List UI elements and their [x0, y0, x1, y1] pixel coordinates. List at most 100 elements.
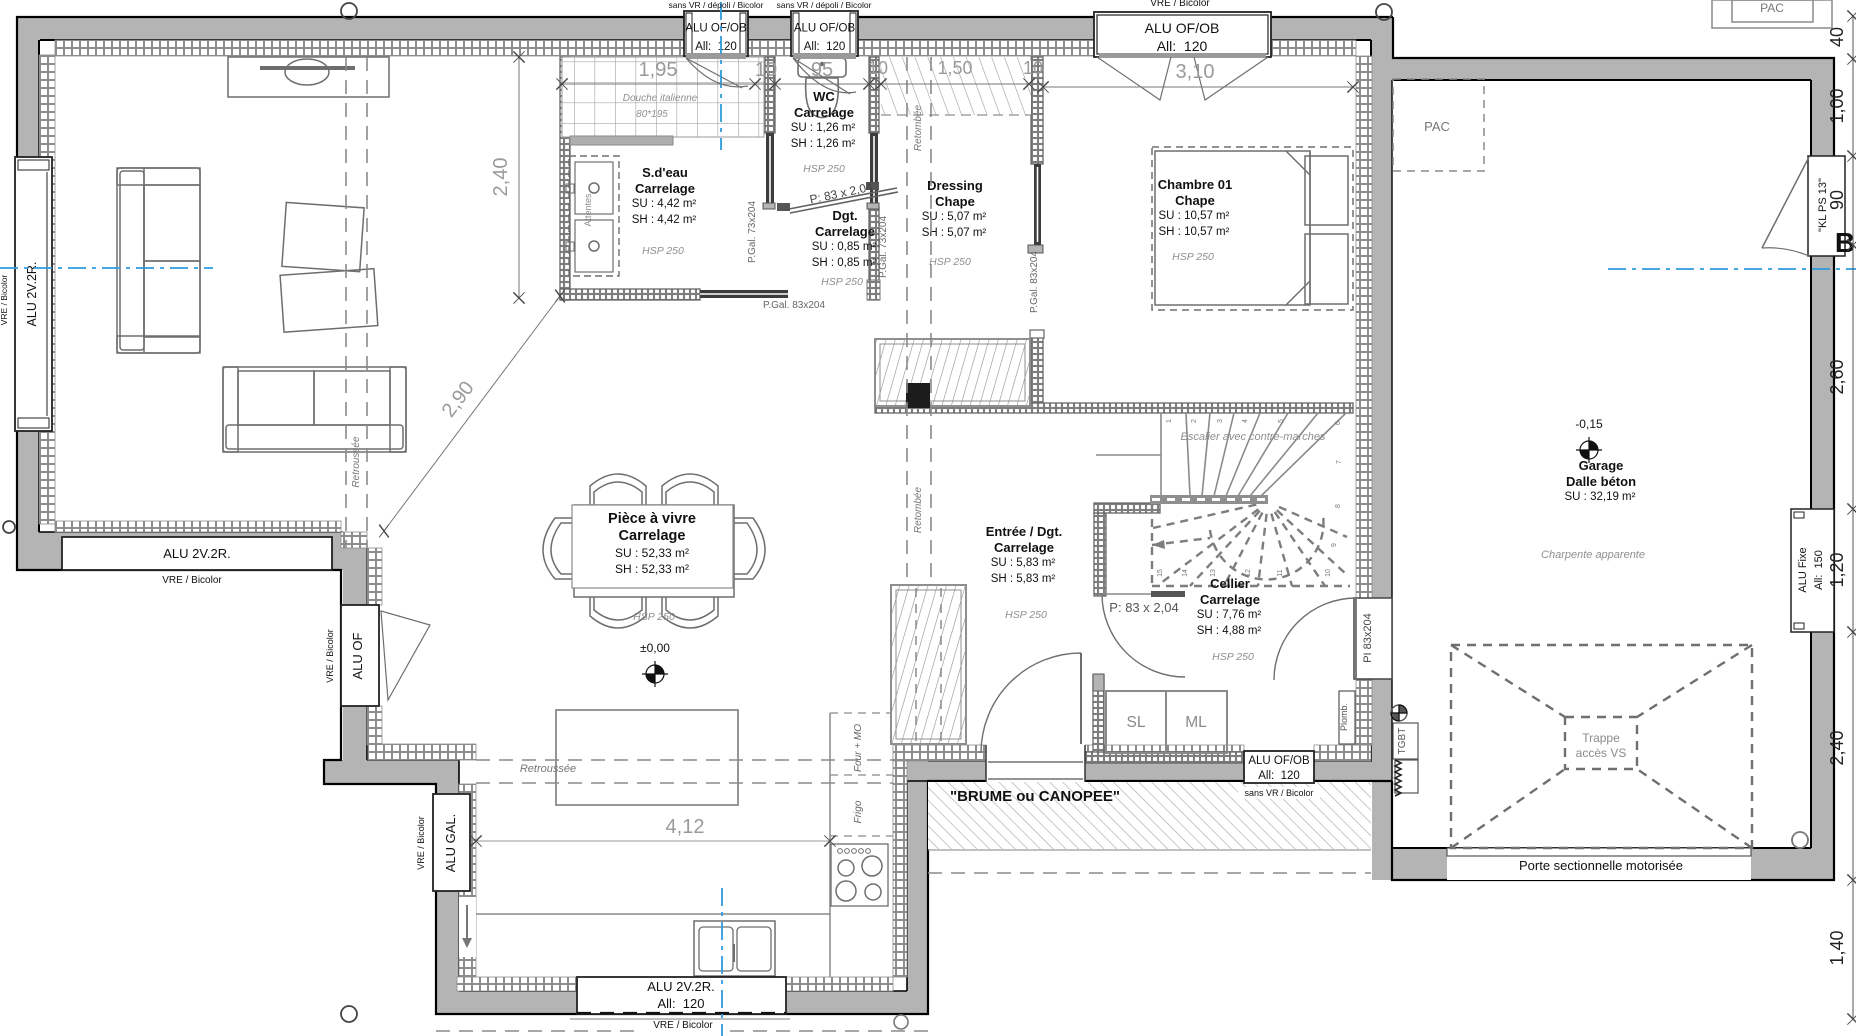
svg-text:ALU OF/OB: ALU OF/OB: [1145, 20, 1220, 36]
svg-text:1,95: 1,95: [639, 59, 678, 81]
svg-text:WC: WC: [813, 89, 835, 104]
svg-text:HSP 250: HSP 250: [821, 276, 863, 288]
svg-text:sans VR / dépoli / Bicolor: sans VR / dépoli / Bicolor: [669, 0, 764, 10]
svg-text:40: 40: [1827, 27, 1847, 47]
svg-text:SH : 5,07 m²: SH : 5,07 m²: [922, 227, 987, 239]
svg-text:P.Gal. 83x204: P.Gal. 83x204: [1029, 251, 1040, 314]
svg-text:Chape: Chape: [1175, 193, 1215, 208]
svg-text:11: 11: [1277, 569, 1284, 576]
svg-text:Entrée / Dgt.: Entrée / Dgt.: [986, 524, 1063, 539]
svg-text:ALU OF/OB: ALU OF/OB: [794, 23, 856, 35]
svg-text:Carrelage: Carrelage: [794, 105, 854, 120]
svg-text:90: 90: [1827, 190, 1847, 210]
svg-text:10: 10: [755, 59, 777, 81]
svg-text:PI 83x204: PI 83x204: [1362, 613, 1374, 663]
svg-text:Carrelage: Carrelage: [635, 181, 695, 196]
svg-text:8: 8: [1335, 504, 1342, 508]
svg-text:ALU GAL.: ALU GAL.: [443, 814, 458, 873]
svg-text:SL: SL: [1127, 714, 1146, 731]
svg-text:SU : 32,19 m²: SU : 32,19 m²: [1565, 491, 1636, 503]
svg-text:P.Gal. 83x204: P.Gal. 83x204: [763, 300, 826, 311]
svg-text:All: 120: All: 120: [1157, 38, 1208, 54]
svg-text:2,40: 2,40: [1827, 730, 1847, 765]
svg-text:S.d'eau: S.d'eau: [642, 165, 688, 180]
svg-text:P.Gal. 73x204: P.Gal. 73x204: [878, 216, 889, 279]
svg-text:"KL PS 13": "KL PS 13": [1817, 178, 1829, 232]
svg-text:HSP 250: HSP 250: [929, 256, 971, 268]
svg-text:Carrelage: Carrelage: [994, 540, 1054, 555]
svg-text:3,10: 3,10: [1176, 61, 1215, 83]
svg-text:13: 13: [1210, 569, 1217, 577]
svg-text:Retombée: Retombée: [913, 486, 924, 533]
svg-text:"BRUME ou CANOPEE": "BRUME ou CANOPEE": [950, 788, 1120, 805]
svg-text:P.Gal. 73x204: P.Gal. 73x204: [747, 201, 758, 264]
svg-text:5: 5: [1278, 419, 1285, 423]
svg-text:HSP 250: HSP 250: [803, 163, 845, 175]
svg-text:Chape: Chape: [935, 194, 975, 209]
svg-text:Porte sectionnelle motorisée: Porte sectionnelle motorisée: [1519, 858, 1683, 873]
svg-text:-0,15: -0,15: [1575, 417, 1603, 431]
svg-text:14: 14: [1182, 569, 1189, 577]
svg-text:2,40: 2,40: [490, 158, 512, 197]
svg-text:SH : 4,42 m²: SH : 4,42 m²: [632, 214, 697, 226]
svg-text:VRE / Bicolor: VRE / Bicolor: [653, 1020, 713, 1031]
svg-text:VRE / Bicolor: VRE / Bicolor: [325, 629, 335, 683]
svg-text:12: 12: [1245, 569, 1252, 577]
svg-text:2: 2: [1191, 419, 1198, 423]
svg-text:Chambre 01: Chambre 01: [1158, 177, 1232, 192]
svg-text:Dgt.: Dgt.: [832, 208, 857, 223]
svg-text:All: 120: All: 120: [804, 41, 846, 53]
svg-text:ALU OF: ALU OF: [350, 632, 365, 679]
svg-text:ALU 2V.2R.: ALU 2V.2R.: [163, 546, 230, 561]
svg-text:SU : 10,57 m²: SU : 10,57 m²: [1159, 210, 1230, 222]
svg-text:HSP 250: HSP 250: [633, 611, 675, 623]
svg-text:Frigo: Frigo: [853, 800, 864, 823]
svg-text:HSP 250: HSP 250: [642, 245, 684, 257]
svg-text:Dressing: Dressing: [927, 178, 983, 193]
svg-text:1,40: 1,40: [1827, 930, 1847, 965]
svg-text:Trappe: Trappe: [1582, 731, 1620, 745]
svg-text:accès VS: accès VS: [1576, 746, 1627, 760]
svg-text:Dalle béton: Dalle béton: [1566, 474, 1636, 489]
svg-text:HSP 250: HSP 250: [1005, 609, 1047, 621]
svg-text:TGBT: TGBT: [1397, 728, 1408, 755]
svg-text:HSP 250: HSP 250: [1212, 651, 1254, 663]
svg-text:PAC: PAC: [1760, 1, 1784, 15]
svg-text:SH : 10,57 m²: SH : 10,57 m²: [1159, 226, 1230, 238]
svg-text:3: 3: [1217, 419, 1224, 423]
svg-text:ALU Fixe: ALU Fixe: [1797, 547, 1809, 592]
svg-text:ALU OF/OB: ALU OF/OB: [1248, 755, 1310, 767]
svg-text:SU : 5,07 m²: SU : 5,07 m²: [922, 211, 987, 223]
svg-text:Plomb.: Plomb.: [1339, 703, 1349, 731]
svg-text:9: 9: [1331, 543, 1338, 547]
svg-text:10: 10: [1023, 58, 1043, 78]
svg-text:SU : 7,76 m²: SU : 7,76 m²: [1197, 609, 1262, 621]
svg-text:15: 15: [1157, 569, 1164, 577]
svg-text:ML: ML: [1185, 714, 1207, 731]
svg-text:±0,00: ±0,00: [640, 641, 670, 655]
svg-text:ALU 2V.2R.: ALU 2V.2R.: [25, 262, 39, 327]
svg-text:10: 10: [1325, 569, 1332, 577]
svg-text:B: B: [1835, 227, 1855, 258]
svg-text:VRE / Bicolor: VRE / Bicolor: [416, 816, 426, 870]
svg-text:VRE / Bicolor: VRE / Bicolor: [162, 575, 222, 586]
svg-text:2,60: 2,60: [1827, 359, 1847, 394]
svg-text:sans VR / Bicolor: sans VR / Bicolor: [1244, 788, 1313, 798]
svg-text:SU : 52,33 m²: SU : 52,33 m²: [615, 546, 689, 560]
svg-text:SH : 1,26 m²: SH : 1,26 m²: [791, 138, 856, 150]
svg-text:ALU OF/OB: ALU OF/OB: [685, 23, 747, 35]
svg-text:All: 120: All: 120: [1258, 770, 1300, 782]
svg-text:SH : 4,88 m²: SH : 4,88 m²: [1197, 625, 1262, 637]
svg-text:1,50: 1,50: [937, 58, 972, 78]
svg-text:VRE / Bicolor: VRE / Bicolor: [0, 275, 9, 326]
svg-text:95: 95: [811, 59, 833, 81]
svg-text:Douche italienne: Douche italienne: [623, 93, 698, 104]
svg-text:SH : 0,85 m²: SH : 0,85 m²: [812, 257, 877, 269]
svg-text:All: 150: All: 150: [1813, 550, 1825, 590]
svg-text:Retroussée: Retroussée: [351, 436, 362, 488]
svg-text:Carrelage: Carrelage: [619, 528, 686, 544]
svg-text:4: 4: [1242, 419, 1249, 423]
svg-text:Carrelage: Carrelage: [1200, 592, 1260, 607]
svg-text:HSP 250: HSP 250: [1172, 251, 1214, 263]
svg-text:SU : 5,83 m²: SU : 5,83 m²: [991, 557, 1056, 569]
